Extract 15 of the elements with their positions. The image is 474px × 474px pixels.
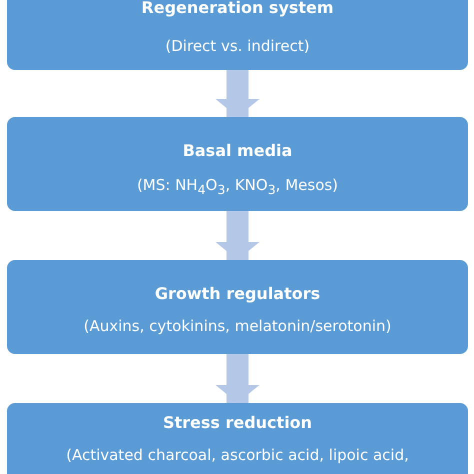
arrow: [216, 354, 260, 403]
arrow: [216, 211, 260, 260]
arrow: [216, 70, 260, 117]
step-title: Growth regulators: [154, 284, 322, 304]
step-title: Basal media: [182, 141, 294, 161]
step-description: (MS: NH$_{4}$O$_{3}$, KNO$_{3}$, Mesos): [136, 175, 340, 199]
process-box: [7, 117, 468, 211]
step-title: Stress reduction: [162, 413, 314, 433]
process-box: [7, 260, 468, 354]
step-description: (Auxins, cytokinins, melatonin/serotonin): [82, 316, 392, 336]
step-title: Regeneration system: [140, 0, 335, 18]
step-description: (Activated charcoal, ascorbic acid, lipoic acid,: [65, 445, 410, 465]
step-description: (Direct vs. indirect): [164, 36, 311, 56]
process-box: [7, 0, 468, 70]
process-box: [7, 403, 468, 474]
